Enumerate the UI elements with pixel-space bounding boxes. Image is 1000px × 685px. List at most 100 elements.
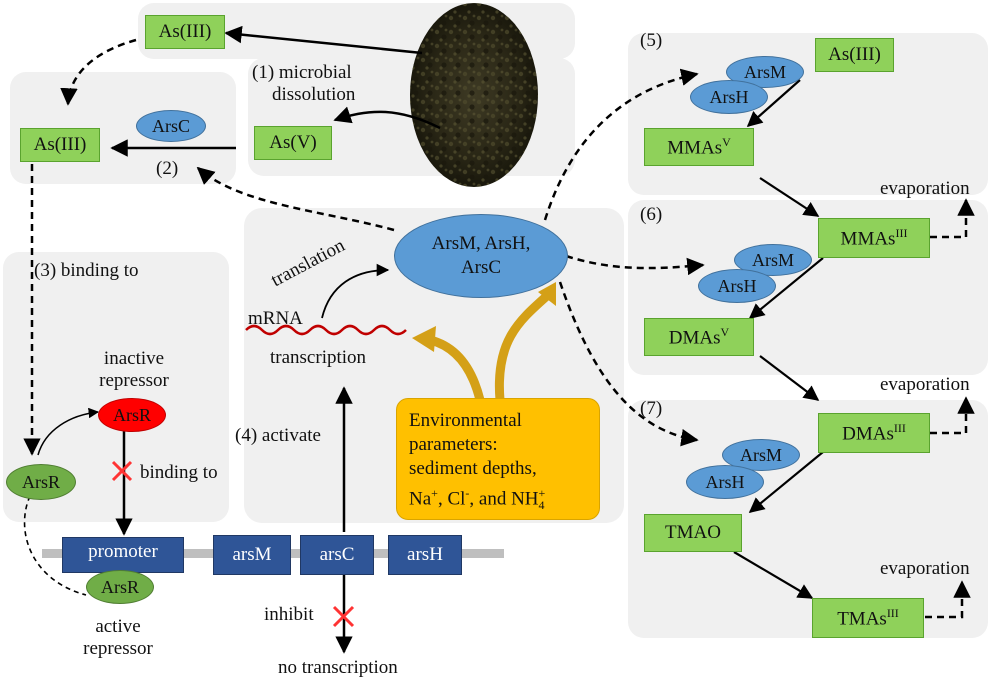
arsh-enzyme-step7: ArsH [686, 465, 764, 499]
dashed-active-repressor [23, 495, 87, 596]
arrow-step5-as3-mmas5 [746, 79, 801, 128]
arrow-dissolution-as5 [333, 106, 441, 130]
gene-promoter-label: promoter [88, 541, 158, 562]
arsc-label: ArsC [151, 115, 190, 136]
tmao-label: TMAO [665, 522, 721, 543]
mmas5-label: MMAsV [667, 134, 731, 159]
main-enzyme-complex: ArsM, ArsH, ArsC [394, 214, 568, 298]
inhibit-label: inhibit [264, 604, 314, 625]
dashed-as3-top-to-left [60, 38, 137, 106]
panel-step5 [628, 33, 988, 195]
arsh-label-6: ArsH [717, 275, 757, 296]
environmental-parameters-box: Environmental parameters: sediment depth… [396, 398, 600, 520]
mrna-wave [245, 324, 407, 336]
arsh-enzyme-step6: ArsH [698, 269, 776, 303]
panel-regulation [3, 252, 229, 522]
as5-box: As(V) [254, 126, 332, 160]
evaporation-label-dmas3: evaporation [880, 374, 970, 395]
evaporation-label-tmas3: evaporation [880, 558, 970, 579]
main-enzyme-line2: ArsC [460, 257, 502, 278]
arrow-mmas5-mmas3 [759, 177, 820, 217]
arsm-label-7: ArsM [739, 444, 782, 465]
main-enzyme-line1: ArsM, ArsH, [431, 233, 531, 254]
gene-arsc: arsC [300, 535, 374, 575]
as3-right-box: As(III) [815, 38, 894, 72]
mmas5-box: MMAsV [644, 128, 754, 166]
dashed-enzyme-to-step6 [565, 254, 705, 276]
arrow-dissolution-as3 [224, 25, 423, 55]
arsh-enzyme-step5: ArsH [690, 80, 768, 114]
panel-step7 [628, 400, 988, 638]
dmas5-box: DMAsV [644, 318, 754, 356]
gene-arsh: arsH [388, 535, 462, 575]
mrna-label: mRNA [248, 308, 303, 329]
step1-label: (1) microbial dissolution [252, 62, 356, 105]
dashed-enzyme-to-step2 [196, 166, 395, 232]
evaporation-label-mmas3: evaporation [880, 178, 970, 199]
step7-label: (7) [640, 398, 663, 419]
gene-arsh-label: arsH [407, 544, 443, 565]
tmas3-label: TMAsIII [837, 605, 899, 630]
arsm-label-6: ArsM [751, 249, 794, 270]
dashed-evaporation-mmas3 [930, 198, 975, 239]
arsr-inactive-label: ArsR [112, 404, 151, 425]
arrow-dmas5-dmas3 [759, 355, 820, 401]
env-arrowhead-to-enzymes [538, 282, 556, 306]
gene-arsm-label: arsM [232, 544, 272, 565]
dmas3-label: DMAsIII [842, 420, 906, 445]
step6-label: (6) [640, 204, 663, 225]
arsr-free-label: ArsR [21, 471, 60, 492]
arsh-label-7: ArsH [705, 471, 745, 492]
as3-right-label: As(III) [828, 44, 881, 65]
mmas3-label: MMAsIII [840, 225, 908, 250]
arsc-enzyme: ArsC [136, 110, 206, 142]
step4-label: (4) activate [235, 425, 321, 446]
arsh-label-5: ArsH [709, 86, 749, 107]
transcription-label: transcription [270, 347, 367, 368]
arsr-bound: ArsR [86, 570, 154, 604]
arrow-translation [321, 263, 390, 319]
gene-arsm: arsM [213, 535, 291, 575]
binding-to-label: binding to [140, 462, 218, 483]
as5-label: As(V) [269, 132, 317, 153]
env-line4: Na+, Cl-, and NH4+ [409, 486, 546, 513]
mmas3-box: MMAsIII [818, 218, 930, 258]
env-line1: Environmental [409, 410, 522, 431]
env-arrow-to-enzymes [494, 291, 551, 401]
arsr-free: ArsR [6, 464, 76, 500]
arsm-enzyme-step6: ArsM [734, 244, 812, 276]
arrow-step7-dmas3-tmao [748, 451, 824, 513]
arsm-enzyme-step5: ArsM [726, 56, 804, 88]
dashed-evaporation-tmas3 [925, 580, 971, 619]
gene-promoter: promoter [62, 537, 184, 573]
soil-sediment-texture [410, 3, 538, 187]
arrow-tmao-tmas3 [733, 551, 814, 599]
as3-top-box: As(III) [145, 15, 225, 49]
tmao-box: TMAO [644, 514, 742, 552]
tmas3-box: TMAsIII [812, 598, 924, 638]
step3-label: (3) binding to [34, 260, 139, 281]
step2-label: (2) [156, 158, 179, 179]
as3-left-box: As(III) [20, 128, 100, 162]
dmas5-label: DMAsV [668, 324, 730, 349]
env-arrow-to-mrna [428, 335, 485, 402]
arrow-step6-mmas3-dmas5 [748, 257, 824, 319]
as3-top-label: As(III) [158, 21, 212, 42]
dashed-evaporation-dmas3 [930, 396, 975, 435]
block-x-inhibit [332, 605, 355, 628]
gene-arsc-label: arsC [319, 544, 355, 565]
env-line2: parameters: [409, 434, 498, 455]
env-arrowhead-to-mrna [412, 326, 436, 352]
arsr-bound-label: ArsR [100, 576, 139, 597]
as3-left-label: As(III) [33, 134, 87, 155]
dashed-enzyme-to-step7 [558, 281, 699, 447]
dashed-enzyme-to-step5 [543, 68, 699, 221]
no-transcription-label: no transcription [278, 657, 398, 678]
step5-label: (5) [640, 30, 663, 51]
block-x-binding [111, 460, 133, 482]
dmas3-box: DMAsIII [818, 413, 930, 453]
arsm-label-5: ArsM [743, 61, 786, 82]
